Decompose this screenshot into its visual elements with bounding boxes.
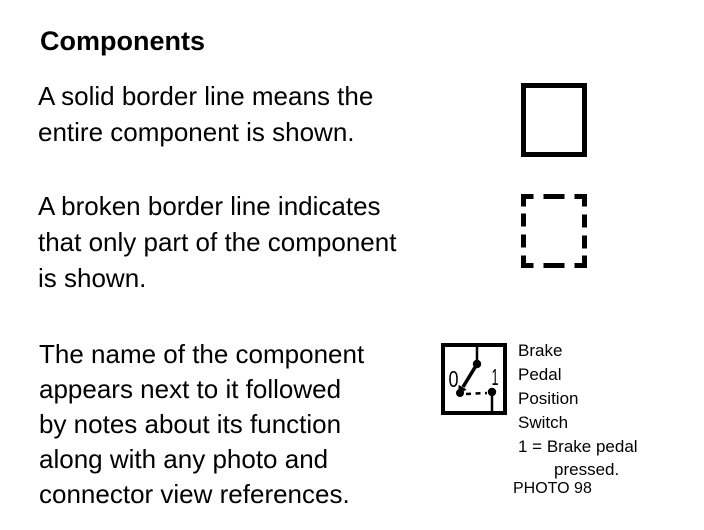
dashed-rect xyxy=(521,194,587,268)
switch-component-name: Brake Pedal Position Switch xyxy=(518,341,579,432)
switch-position-0-label: 0 xyxy=(449,366,459,392)
switch-travel-dashed-line xyxy=(465,391,488,396)
switch-example-text-block: Brake Pedal Position Switch 1 = Brake pe… xyxy=(513,339,698,499)
switch-symbol-icon: 0 1 xyxy=(441,343,507,415)
dashed-border-box-icon xyxy=(521,194,587,268)
switch-note-line-2: pressed. xyxy=(554,460,620,479)
solid-border-explanation: A solid border line means the entire com… xyxy=(38,81,374,147)
component-name-explanation: The name of the component appears next t… xyxy=(39,339,365,509)
solid-border-box-icon xyxy=(521,83,587,157)
switch-lever xyxy=(461,363,479,388)
page-title: Components xyxy=(40,26,205,57)
switch-open-contact xyxy=(456,389,464,397)
broken-border-explanation: A broken border line indicates that only… xyxy=(38,191,397,293)
switch-outline-box xyxy=(441,343,507,415)
switch-position-1-label: 1 xyxy=(492,364,499,390)
photo-reference: PHOTO 98 xyxy=(513,480,592,497)
switch-note-line-1: 1 = Brake pedal xyxy=(518,437,638,456)
